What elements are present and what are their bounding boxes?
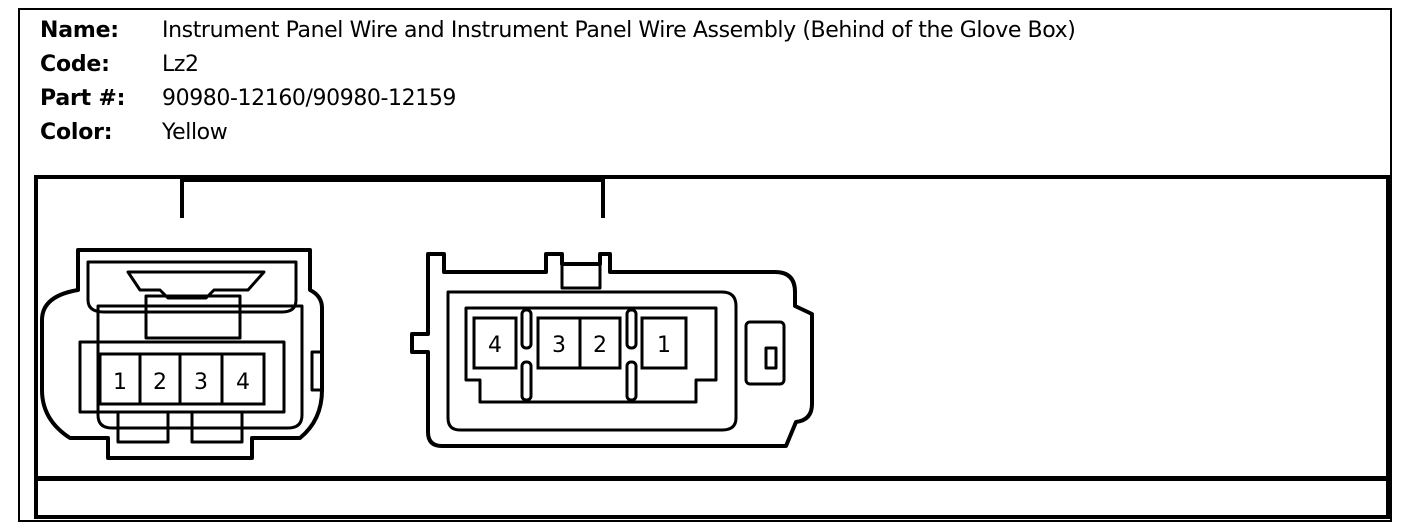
right-pins: [472, 308, 688, 402]
name-value: Instrument Panel Wire and Instrument Pan…: [162, 18, 1076, 43]
right-pin-label: 2: [593, 333, 607, 358]
left-connector-outer-shell: [40, 248, 324, 460]
left-key-1: [116, 410, 170, 444]
left-pin-label: 1: [113, 370, 127, 395]
right-pin-cell: [640, 316, 688, 370]
right-divider-rib: [625, 360, 638, 402]
right-pin-label: 4: [488, 333, 502, 358]
right-pin-label: 1: [657, 333, 671, 358]
left-pin-label: 2: [153, 370, 167, 395]
left-pin-cell: [220, 352, 266, 406]
right-side-lock: [744, 320, 786, 386]
right-divider-rib: [625, 308, 638, 350]
connector-info-frame: [18, 8, 1392, 522]
left-side-ear: [310, 350, 324, 392]
diagram-bottom-strip: [38, 476, 1388, 481]
code-row: Code: Lz2: [40, 48, 1075, 82]
diagram-box: [34, 175, 1390, 519]
right-connector-outer-shell: [410, 252, 814, 448]
right-pin-cell: [578, 316, 622, 370]
left-pin-block: [78, 340, 286, 414]
right-pin-label: 3: [552, 333, 566, 358]
connector-info: Name: Instrument Panel Wire and Instrume…: [40, 14, 1076, 150]
mating-bracket: [180, 178, 605, 218]
right-pin-cell: [472, 316, 518, 370]
left-pins: [98, 352, 266, 406]
left-latch-arm: [126, 270, 266, 300]
right-divider-rib: [520, 360, 533, 402]
part-row: Part #: 90980-12160/90980-12159: [40, 82, 1075, 116]
left-pin-label: 3: [194, 370, 208, 395]
color-row: Color: Yellow: [40, 116, 1075, 150]
code-value: Lz2: [162, 52, 199, 77]
left-latch-tab: [144, 294, 242, 340]
right-connector-inner-shell: [446, 290, 738, 432]
color-value: Yellow: [162, 120, 228, 145]
left-connector: [40, 248, 324, 460]
left-latch-housing: [86, 260, 298, 314]
right-connector: [410, 252, 814, 448]
right-top-latch: [560, 262, 602, 290]
part-label: Part #:: [40, 86, 126, 111]
name-label: Name:: [40, 18, 119, 43]
right-side-lock-button: [764, 346, 778, 370]
part-value: 90980-12160/90980-12159: [162, 86, 457, 111]
left-key-2: [190, 410, 244, 444]
color-label: Color:: [40, 120, 113, 145]
right-cavity: [464, 306, 718, 404]
right-divider-rib: [520, 308, 533, 350]
name-row: Name: Instrument Panel Wire and Instrume…: [40, 14, 1076, 48]
code-label: Code:: [40, 52, 110, 77]
left-connector-inner-shell: [96, 304, 304, 430]
left-pin-label: 4: [236, 370, 250, 395]
